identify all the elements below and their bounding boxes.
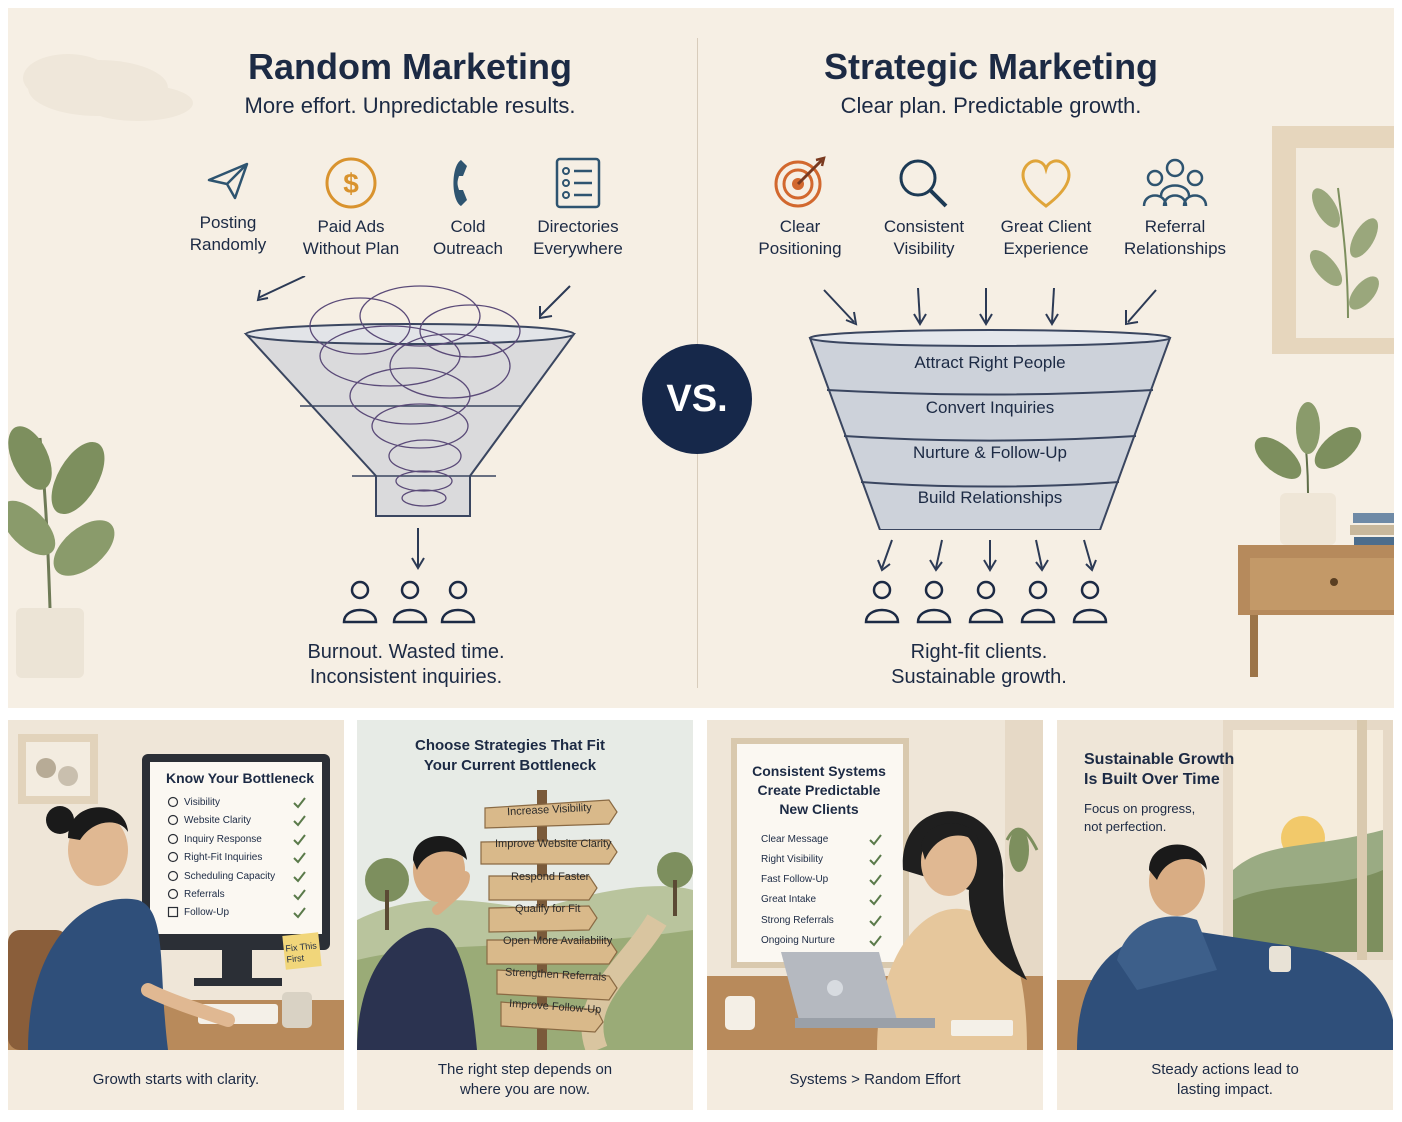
checklist-item: Inquiry Response — [184, 834, 262, 845]
checklist-item: Referrals — [184, 889, 225, 900]
person-icons-many — [864, 580, 1108, 624]
card-scene: Sustainable Growth Is Built Over Time Fo… — [1057, 720, 1393, 1050]
card-title: Sustainable Growth Is Built Over Time — [1084, 751, 1235, 788]
direction-signs — [480, 799, 618, 1033]
checklist-item: Scheduling Capacity — [184, 871, 276, 882]
heart-icon — [1021, 159, 1071, 208]
card-title: Consistent Systems Create Predictable Ne… — [752, 763, 886, 817]
checklist-check-icons — [293, 797, 306, 919]
vs-badge: VS. — [642, 344, 752, 454]
checklist-item: Clear Message — [761, 834, 829, 845]
checklist-item: Visibility — [184, 797, 220, 808]
strategic-funnel-illustration — [808, 287, 1172, 530]
strategic-marketing-title: Strategic Marketing — [823, 46, 1159, 87]
checklist-bullet-icons — [167, 796, 179, 918]
checklist-item: Right-Fit Inquiries — [184, 852, 263, 863]
messy-funnel-illustration — [243, 276, 576, 570]
funnel-stage-convert: Convert Inquiries — [925, 398, 1055, 417]
card-choose-strategies: Choose Strategies That Fit Your Current … — [357, 720, 693, 1110]
card-title: Choose Strategies That Fit Your Current … — [414, 737, 606, 774]
checklist-item: Strong Referrals — [761, 915, 834, 926]
icon-item-consistent-visibility: Consistent Visibility — [854, 156, 994, 260]
icon-item-cold-outreach: Cold Outreach — [398, 156, 538, 260]
card-caption: Steady actions lead to lasting impact. — [1151, 1061, 1299, 1098]
background-decor — [8, 54, 1394, 678]
card-scene: Consistent Systems Create Predictable Ne… — [707, 720, 1043, 1050]
icon-label: Posting Randomly — [189, 213, 267, 254]
icon-item-clear-positioning: Clear Positioning — [730, 156, 870, 260]
laptop-scene-illustration — [707, 720, 1043, 1050]
funnel-stage-nurture: Nurture & Follow-Up — [913, 443, 1067, 462]
funnel-stage-build: Build Relationships — [917, 488, 1063, 507]
card-scene: Know Your Bottleneck Visibility Website … — [8, 720, 344, 1050]
sticky-note-text: Fix This First — [284, 940, 318, 965]
icon-label: Consistent Visibility — [883, 217, 965, 258]
group-icon — [1142, 158, 1208, 207]
dollar-coin-icon: $ — [325, 157, 377, 209]
card-title: Know Your Bottleneck — [166, 770, 315, 786]
card-know-bottleneck: Know Your Bottleneck Visibility Website … — [8, 720, 344, 1110]
icon-label: Referral Relationships — [1123, 217, 1227, 258]
icon-label: Directories Everywhere — [533, 217, 623, 258]
checklist-check-icons — [869, 834, 882, 947]
card-consistent-systems: Consistent Systems Create Predictable Ne… — [707, 720, 1043, 1110]
left-plant-illustration — [8, 426, 115, 678]
person-icons-few — [342, 580, 476, 624]
sign-label: Respond Faster — [511, 871, 590, 883]
relaxing-scene-illustration — [1057, 720, 1393, 1050]
card-subtitle: Focus on progress, not perfection. — [1084, 801, 1196, 834]
wall-picture-illustration — [1272, 126, 1394, 354]
icon-label: Cold Outreach — [433, 217, 503, 258]
card-sustainable-growth: Sustainable Growth Is Built Over Time Fo… — [1057, 720, 1393, 1110]
checklist-item: Website Clarity — [184, 815, 252, 826]
checklist-icon — [555, 157, 601, 209]
paper-plane-icon — [207, 162, 249, 200]
checklist-item: Follow-Up — [184, 907, 230, 918]
checklist-item: Great Intake — [761, 894, 817, 905]
magnifier-icon — [899, 159, 948, 208]
icon-item-referral-relationships: Referral Relationships — [1105, 156, 1245, 260]
downward-arrows — [877, 539, 1097, 572]
icon-item-great-client-experience: Great Client Experience — [976, 156, 1116, 260]
comparison-panel: Random Marketing More effort. Unpredicta… — [8, 8, 1394, 708]
svg-text:$: $ — [343, 168, 359, 199]
sign-label: Qualify for Fit — [515, 903, 581, 915]
icon-item-directories: Directories Everywhere — [508, 156, 648, 260]
desk-scene-illustration — [8, 720, 344, 1050]
sign-label: Improve Website Clarity — [495, 838, 612, 850]
random-outcome-text: Burnout. Wasted time. Inconsistent inqui… — [307, 641, 505, 688]
sign-label: Open More Availability — [503, 935, 613, 947]
card-scene: Choose Strategies That Fit Your Current … — [357, 720, 693, 1050]
funnel-stage-attract: Attract Right People — [914, 353, 1066, 372]
checklist-item: Right Visibility — [761, 854, 824, 865]
phone-icon — [453, 160, 467, 206]
icon-label: Great Client Experience — [1000, 217, 1092, 258]
checklist-item: Fast Follow-Up — [761, 874, 829, 885]
icon-item-posting: Posting Randomly — [158, 156, 298, 256]
strategic-marketing-subtitle: Clear plan. Predictable growth. — [840, 93, 1142, 118]
random-marketing-title: Random Marketing — [247, 46, 573, 87]
icon-item-paid-ads: $ Paid Ads Without Plan — [281, 156, 421, 260]
card-caption: Growth starts with clarity. — [92, 1071, 260, 1088]
target-icon — [774, 156, 826, 208]
strategic-outcome-text: Right-fit clients. Sustainable growth. — [891, 641, 1067, 688]
random-marketing-subtitle: More effort. Unpredictable results. — [244, 93, 576, 118]
checklist-item: Ongoing Nurture — [761, 935, 835, 946]
cabinet-illustration — [1238, 402, 1394, 677]
card-caption: Systems > Random Effort — [789, 1071, 961, 1088]
icon-label: Clear Positioning — [758, 217, 842, 258]
card-caption: The right step depends on where you are … — [437, 1061, 613, 1098]
icon-label: Paid Ads Without Plan — [302, 217, 400, 258]
